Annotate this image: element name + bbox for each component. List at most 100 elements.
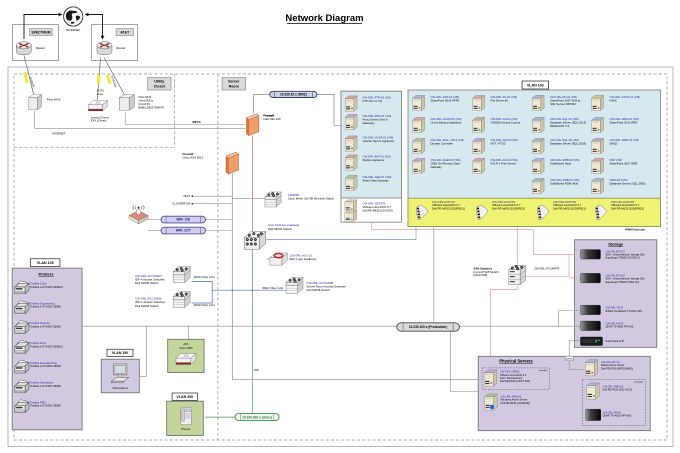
svg-text:CW-ORL-FS-02 (VM): CW-ORL-FS-02 (VM) bbox=[491, 95, 518, 99]
svg-text:CW-ORL-ACCSW07: CW-ORL-ACCSW07 bbox=[135, 274, 162, 278]
svg-text:Alert Logic Appliance: Alert Logic Appliance bbox=[289, 257, 316, 261]
svg-text:vCenter Server Appliance: vCenter Server Appliance bbox=[363, 139, 395, 143]
svg-text:CLOVERTON: CLOVERTON bbox=[172, 202, 190, 206]
svg-text:SolidWorks Vault: SolidWorks Vault bbox=[550, 162, 571, 166]
svg-text:Dell S2048 Switch: Dell S2048 Switch bbox=[135, 281, 159, 285]
svg-text:CW-ORL-PRX-01 (VM): CW-ORL-PRX-01 (VM) bbox=[363, 114, 392, 118]
svg-text:Dell PE-M630 [101BFB21]: Dell PE-M630 [101BFB21] bbox=[553, 207, 586, 211]
svg-text:CW-ORL-ATC(48PP): CW-ORL-ATC(48PP) bbox=[534, 266, 559, 270]
svg-text:CW-ORL-ACCSW06: CW-ORL-ACCSW06 bbox=[135, 297, 162, 301]
svg-text:CW-ORL-HOST03: CW-ORL-HOST03 bbox=[553, 200, 577, 204]
svg-text:Printers: Printers bbox=[38, 272, 54, 277]
svg-text:Storage: Storage bbox=[608, 242, 624, 247]
svg-text:Toshiba PMO: Toshiba PMO bbox=[30, 400, 46, 404]
svg-text:MPLS: MPLS bbox=[193, 120, 201, 124]
svg-text:CW-ORL-BAT-01 (VM): CW-ORL-BAT-01 (VM) bbox=[363, 155, 391, 159]
svg-text:Windows Admin Server: Windows Admin Server bbox=[501, 398, 528, 402]
svg-text:CW-ORL-NS-02: CW-ORL-NS-02 bbox=[606, 322, 625, 325]
svg-text:CW-ORL-TB-02: CW-ORL-TB-02 bbox=[606, 307, 624, 310]
svg-text:CW-ORL-SQL-02 (VM): CW-ORL-SQL-02 (VM) bbox=[550, 138, 579, 142]
svg-text:Firewall: Firewall bbox=[264, 114, 274, 118]
svg-text:Dell N4032 Switch: Dell N4032 Switch bbox=[268, 227, 292, 231]
svg-text:CWD On-Premise Data: CWD On-Premise Data bbox=[431, 162, 461, 166]
svg-text:SharePoint 2007 WFE: SharePoint 2007 WFE bbox=[610, 162, 638, 166]
svg-text:INTERNET: INTERNET bbox=[66, 28, 81, 32]
svg-text:Dell PE-M630 [101BFB21]: Dell PE-M630 [101BFB21] bbox=[492, 207, 525, 211]
svg-text:QNAP TS-453U-RP NAS: QNAP TS-453U-RP NAS bbox=[606, 326, 634, 329]
svg-text:Dell S2048 Switch: Dell S2048 Switch bbox=[135, 304, 159, 308]
svg-text:WIFI_CCT: WIFI_CCT bbox=[176, 229, 191, 233]
svg-text:CW-ORL-BTS-02: CW-ORL-BTS-02 bbox=[606, 275, 626, 278]
svg-text:PowerVault 124T: PowerVault 124T bbox=[606, 340, 625, 343]
svg-text:CW-ORL-HOST01: CW-ORL-HOST01 bbox=[432, 200, 456, 204]
svg-text:Server Room Access Switches: Server Room Access Switches bbox=[307, 285, 347, 289]
svg-text:SMLD: SMLD bbox=[610, 142, 618, 146]
svg-text:CW-ORL-OBB01: CW-ORL-OBB01 bbox=[500, 370, 520, 374]
svg-text:SAN Switches: SAN Switches bbox=[473, 266, 492, 270]
svg-text:Toshiba e-STUDIO 3508A: Toshiba e-STUDIO 3508A bbox=[30, 364, 61, 368]
svg-text:BME/L2/822TNW/ATI: BME/L2/822TNW/ATI bbox=[139, 105, 165, 109]
svg-text:Firewall: Firewall bbox=[264, 114, 275, 118]
svg-text:CW-ORL-APP-01 (VM): CW-ORL-APP-01 (VM) bbox=[431, 95, 460, 99]
svg-text:DVLP-1 Print Server: DVLP-1 Print Server bbox=[491, 162, 516, 166]
svg-text:Force10 S25 Switch: Force10 S25 Switch bbox=[473, 270, 498, 274]
svg-text:VMware Host ESXi 6.7: VMware Host ESXi 6.7 bbox=[492, 203, 521, 207]
svg-text:HVAC: HVAC bbox=[610, 99, 618, 103]
svg-text:CW-ORL-ATCH-01 (VM): CW-ORL-ATCH-01 (VM) bbox=[610, 95, 641, 99]
svg-text:Test / Development: Test / Development bbox=[500, 376, 522, 380]
svg-text:TEST: TEST bbox=[183, 194, 191, 198]
svg-text:Physical Servers: Physical Servers bbox=[499, 358, 533, 363]
svg-text:Gateway): Gateway) bbox=[363, 121, 375, 125]
svg-text:VMware Host ESXi 6.7: VMware Host ESXi 6.7 bbox=[432, 203, 461, 207]
svg-text:VLAN 200: VLAN 200 bbox=[176, 395, 193, 399]
svg-text:CW-ORL-ALG-01: CW-ORL-ALG-01 bbox=[289, 254, 312, 258]
svg-text:IDF-C Access Switches: IDF-C Access Switches bbox=[135, 300, 166, 304]
svg-text:#VM9 Enclosure: #VM9 Enclosure bbox=[625, 228, 646, 232]
svg-text:Toshiba e-STUDIO 5005AC: Toshiba e-STUDIO 5005AC bbox=[30, 344, 63, 348]
svg-text:CA5000 Access Control: CA5000 Access Control bbox=[491, 121, 521, 125]
svg-text:CW-ORL-HOST04: CW-ORL-HOST04 bbox=[611, 200, 635, 204]
svg-text:30Gb Fiber LAG: 30Gb Fiber LAG bbox=[194, 275, 216, 279]
svg-text:Database Server (SQL 2016): Database Server (SQL 2016) bbox=[550, 142, 586, 146]
svg-text:FTP (Xen C.I 0): FTP (Xen C.I 0) bbox=[363, 99, 383, 103]
svg-text:ATA: ATA bbox=[183, 342, 188, 346]
svg-text:WIFI_CSI: WIFI_CSI bbox=[176, 218, 190, 222]
svg-text:Dell 62048 Switch: Dell 62048 Switch bbox=[307, 288, 331, 292]
svg-text:Domain Controller: Domain Controller bbox=[431, 142, 454, 146]
svg-text:Skyline Appliance: Skyline Appliance bbox=[363, 158, 385, 162]
svg-text:CW-ORL-HOST06: CW-ORL-HOST06 bbox=[363, 202, 387, 206]
svg-text:Closet: Closet bbox=[154, 84, 166, 88]
svg-text:10.230.200.x (Voice): 10.230.200.x (Voice) bbox=[242, 415, 272, 419]
svg-text:CW-ORL-WFE-01 (VM): CW-ORL-WFE-01 (VM) bbox=[610, 117, 639, 121]
svg-text:Utility: Utility bbox=[154, 80, 164, 84]
svg-text:Dell PE-M630 [101BFB21]: Dell PE-M630 [101BFB21] bbox=[432, 207, 465, 211]
svg-text:FXX (2 lines): FXX (2 lines) bbox=[91, 119, 107, 123]
svg-text:QNAP TS-453U-RP NAS: QNAP TS-453U-RP NAS bbox=[603, 414, 632, 418]
svg-text:CW-ORL-FTP-02 (VM): CW-ORL-FTP-02 (VM) bbox=[363, 96, 391, 100]
svg-text:VoIP: VoIP bbox=[254, 369, 259, 372]
svg-text:Toshiba e-STUDIO 3508A: Toshiba e-STUDIO 3508A bbox=[30, 325, 61, 329]
svg-text:Cisco ASA 5512: Cisco ASA 5512 bbox=[183, 156, 204, 160]
svg-text:Database Server (SQL 2005): Database Server (SQL 2005) bbox=[610, 182, 646, 186]
svg-text:Database Server (SQL 2012): Database Server (SQL 2012) bbox=[550, 121, 586, 125]
svg-text:Gateway: Gateway bbox=[431, 165, 443, 169]
svg-text:INTERNET: INTERNET bbox=[52, 132, 66, 136]
svg-text:Router: Router bbox=[36, 46, 45, 50]
svg-text:SAN - Virtual Machine Storage: SAN - Virtual Machine Storage Dell bbox=[606, 253, 645, 256]
svg-text:VLAN 150: VLAN 150 bbox=[112, 351, 128, 355]
svg-text:IDF-A Access Switches: IDF-A Access Switches bbox=[135, 278, 165, 282]
svg-text:CW-ORL-AN-02 (VM): CW-ORL-AN-02 (VM) bbox=[491, 117, 518, 121]
svg-text:Core Switches (stacked): Core Switches (stacked) bbox=[268, 223, 299, 227]
svg-text:VMware Host ESXi 6.7: VMware Host ESXi 6.7 bbox=[611, 203, 640, 207]
svg-text:SolidWorks PDM Vault: SolidWorks PDM Vault bbox=[550, 182, 578, 186]
svg-text:VMware Host ESXi 6.0: VMware Host ESXi 6.0 bbox=[500, 373, 527, 377]
svg-text:CW-ORL-AN-04 (VM): CW-ORL-AN-04 (VM) bbox=[491, 158, 518, 162]
svg-text:30Gb Fiber LAG: 30Gb Fiber LAG bbox=[262, 286, 284, 290]
svg-text:CW-ORL-SWB-01 (VM): CW-ORL-SWB-01 (VM) bbox=[550, 178, 580, 182]
svg-text:NVT / FTO2: NVT / FTO2 bbox=[491, 142, 506, 146]
svg-text:SQL Server 2008 R2: SQL Server 2008 R2 bbox=[550, 102, 576, 106]
svg-text:CW-ORL-BTS-01: CW-ORL-BTS-01 bbox=[606, 250, 626, 253]
svg-text:CW-ORL-VCSA-01 (VM): CW-ORL-VCSA-01 (VM) bbox=[363, 136, 394, 140]
svg-text:EqualLogic PS6000 (10GbE 2): EqualLogic PS6000 (10GbE 2) bbox=[606, 257, 640, 260]
svg-text:VMware Host ESXi 6.7: VMware Host ESXi 6.7 bbox=[553, 203, 582, 207]
